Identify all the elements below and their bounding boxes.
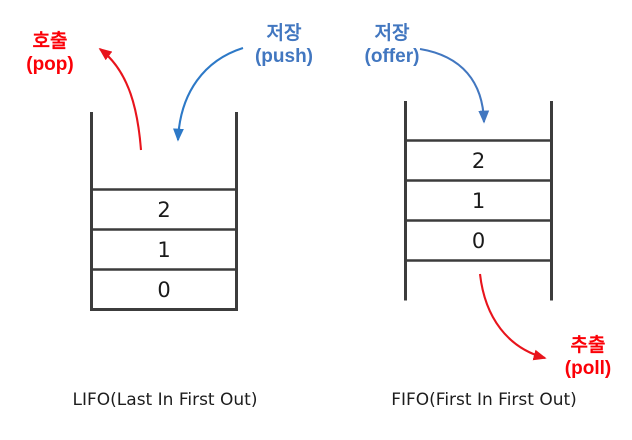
- lifo-pop-label-en: (pop): [26, 54, 74, 75]
- lifo-caption: LIFO(Last In First Out): [72, 390, 258, 410]
- fifo-caption: FIFO(First In First Out): [391, 390, 577, 410]
- fifo-offer-label: 저장 (offer): [344, 22, 440, 68]
- fifo-poll-label-ko: 추출: [570, 335, 606, 356]
- lifo-pop-arrow: [98, 47, 143, 151]
- fifo-poll-label-en: (poll): [564, 358, 612, 379]
- fifo-cell-value: 1: [471, 189, 486, 213]
- lifo-cell-value: 2: [157, 198, 171, 222]
- lifo-pop-label-ko: 호출: [32, 31, 68, 52]
- lifo-push-label-en: (push): [254, 46, 314, 67]
- fifo-cell-value: 2: [471, 149, 486, 173]
- lifo-cell-value: 0: [157, 278, 171, 302]
- lifo-pop-label: 호출 (pop): [4, 30, 96, 76]
- lifo-push-arrow: [173, 46, 244, 142]
- fifo-poll-label: 추출 (poll): [548, 334, 628, 380]
- fifo-poll-arrow: [478, 273, 547, 361]
- fifo-cell-value: 0: [471, 229, 486, 253]
- lifo-cell-value: 1: [157, 238, 171, 262]
- fifo-queue-outline: [404, 101, 553, 301]
- lifo-push-label-ko: 저장: [266, 23, 302, 44]
- fifo-offer-label-en: (offer): [364, 46, 420, 67]
- lifo-stack-outline: [90, 112, 238, 311]
- fifo-offer-arrow: [419, 47, 490, 124]
- lifo-push-label: 저장 (push): [238, 22, 330, 68]
- fifo-offer-label-ko: 저장: [374, 23, 410, 44]
